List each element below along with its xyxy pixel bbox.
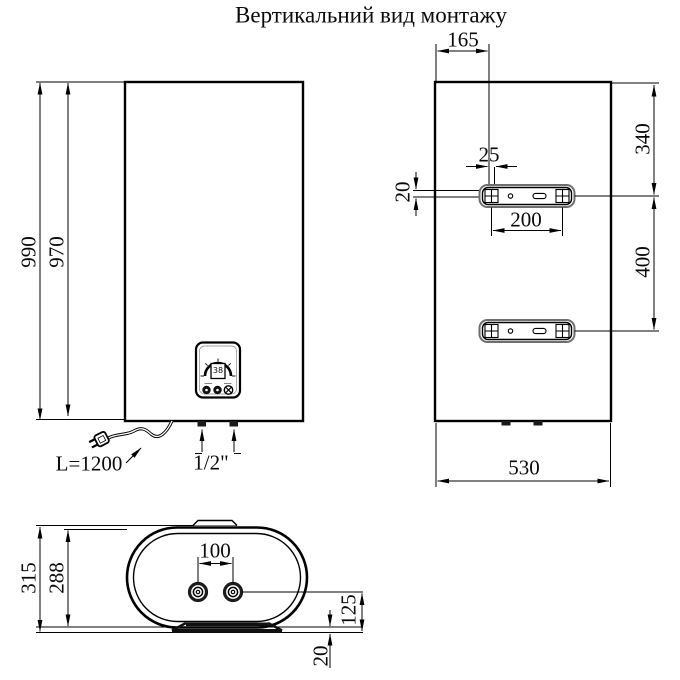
pipe-thread-label: 1/2" [193,450,229,475]
gauge-tick-marks [200,358,236,377]
dim-label-125: 125 [336,594,361,626]
panel-buttons [202,385,234,395]
mounting-plate-bump [192,519,238,526]
dim-label-315: 315 [16,562,41,594]
foot [171,621,283,633]
panel-button-2-dot [216,388,219,392]
front-view [36,80,305,464]
back-pipe-stub-left [501,421,511,426]
dim-label-530: 530 [508,455,540,480]
mounting-bracket-upper [478,184,576,208]
dim-label-20-foot: 20 [308,645,333,667]
body-outline-inner [132,532,302,623]
pipe-connection-left [187,581,209,603]
drawing-title: Вертикальний вид монтажу [235,2,507,28]
temperature-display [210,362,226,380]
ext-200 [491,207,563,236]
front-pipe-stub-left [197,421,206,427]
back-view [413,44,659,487]
dim-label-340: 340 [630,123,655,155]
front-pipe-stub-right [229,421,238,427]
dim-label-970: 970 [44,236,69,268]
panel-button-3-cross [225,386,232,394]
dim-label-288: 288 [44,562,69,594]
dim-label-100: 100 [199,538,231,563]
power-cord [88,420,174,449]
heater-back-body [433,80,613,423]
dim-label-165: 165 [447,27,479,52]
cord-core [108,420,173,439]
pipe-connection-right [222,581,244,603]
pipe-thread-leaders [195,429,241,454]
panel-button-1-dot [205,388,208,392]
dim-label-200: 200 [510,207,542,232]
ext-100 [197,557,234,583]
dim-label-990: 990 [16,236,41,268]
panel-display-value: 38 [212,366,224,375]
back-pipe-stub-right [533,421,543,426]
dim-label-20-hook: 20 [390,181,415,203]
cable-leader-line [125,447,142,464]
hook-lines [413,190,482,198]
mounting-bracket-lower [478,319,576,343]
dim-label-400: 400 [630,246,655,278]
control-panel [194,341,242,399]
ext-530 [435,423,611,487]
bottom-view [36,519,365,668]
dim-label-25: 25 [478,142,500,167]
power-plug [88,430,110,449]
cable-length-label: L=1200 [55,451,123,476]
